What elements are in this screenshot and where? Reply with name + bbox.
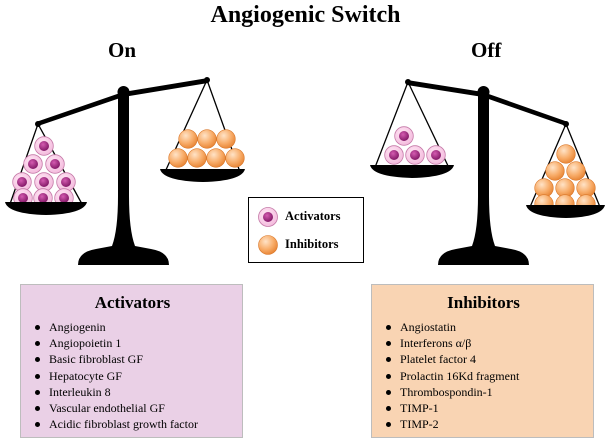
legend: Activators Inhibitors xyxy=(248,197,364,263)
scale-on-right-pan xyxy=(160,169,245,182)
activator-item: Interleukin 8 xyxy=(33,384,232,400)
scale-off-beam xyxy=(407,80,568,126)
scale-on-beam xyxy=(36,78,208,126)
legend-activators-label: Activators xyxy=(285,209,341,223)
inhibitor-item: TIMP-2 xyxy=(384,416,583,432)
inhibitor-item: Thrombospondin-1 xyxy=(384,384,583,400)
inhibitors-panel: Inhibitors Angiostatin Interferons α/β P… xyxy=(371,284,594,438)
inhibitors-list: Angiostatin Interferons α/β Platelet fac… xyxy=(384,319,583,432)
scale-off-activator-cells xyxy=(384,126,446,165)
inhibitor-cell-icon xyxy=(258,235,278,255)
scale-on xyxy=(5,77,245,265)
activator-cell-icon xyxy=(258,207,278,227)
scale-on-activator-cells xyxy=(12,136,76,208)
scale-on-left-pan xyxy=(5,202,87,215)
inhibitor-item: TIMP-1 xyxy=(384,400,583,416)
activator-item: Angiogenin xyxy=(33,319,232,335)
diagram-title: Angiogenic Switch xyxy=(210,2,401,28)
legend-inhibitors-label: Inhibitors xyxy=(285,237,339,251)
activator-item: Hepatocyte GF xyxy=(33,368,232,384)
scale-off-right-pan xyxy=(526,205,605,218)
legend-activators: Activators xyxy=(249,206,365,230)
inhibitors-panel-title: Inhibitors xyxy=(447,293,520,312)
inhibitor-item: Interferons α/β xyxy=(384,335,583,351)
scale-on-inhibitor-cells xyxy=(168,129,245,168)
scale-off-base xyxy=(438,95,529,265)
activator-item: Vascular endothelial GF xyxy=(33,400,232,416)
inhibitor-item: Prolactin 16Kd fragment xyxy=(384,368,583,384)
off-label: Off xyxy=(471,38,502,62)
activators-list: Angiogenin Angiopoietin 1 Basic fibrobla… xyxy=(33,319,232,432)
activators-panel-title: Activators xyxy=(94,293,171,312)
scale-on-base xyxy=(78,95,169,265)
inhibitor-item: Angiostatin xyxy=(384,319,583,335)
activator-item: Acidic fibroblast growth factor xyxy=(33,416,232,432)
inhibitor-item: Platelet factor 4 xyxy=(384,351,583,367)
activators-panel: Activators Angiogenin Angiopoietin 1 Bas… xyxy=(20,284,243,438)
scale-off-left-pan xyxy=(370,165,454,178)
on-label: On xyxy=(108,38,137,62)
activator-item: Angiopoietin 1 xyxy=(33,335,232,351)
legend-inhibitors: Inhibitors xyxy=(249,234,365,258)
scale-off xyxy=(370,79,605,265)
activator-item: Basic fibroblast GF xyxy=(33,351,232,367)
scale-off-inhibitor-cells xyxy=(534,144,596,214)
